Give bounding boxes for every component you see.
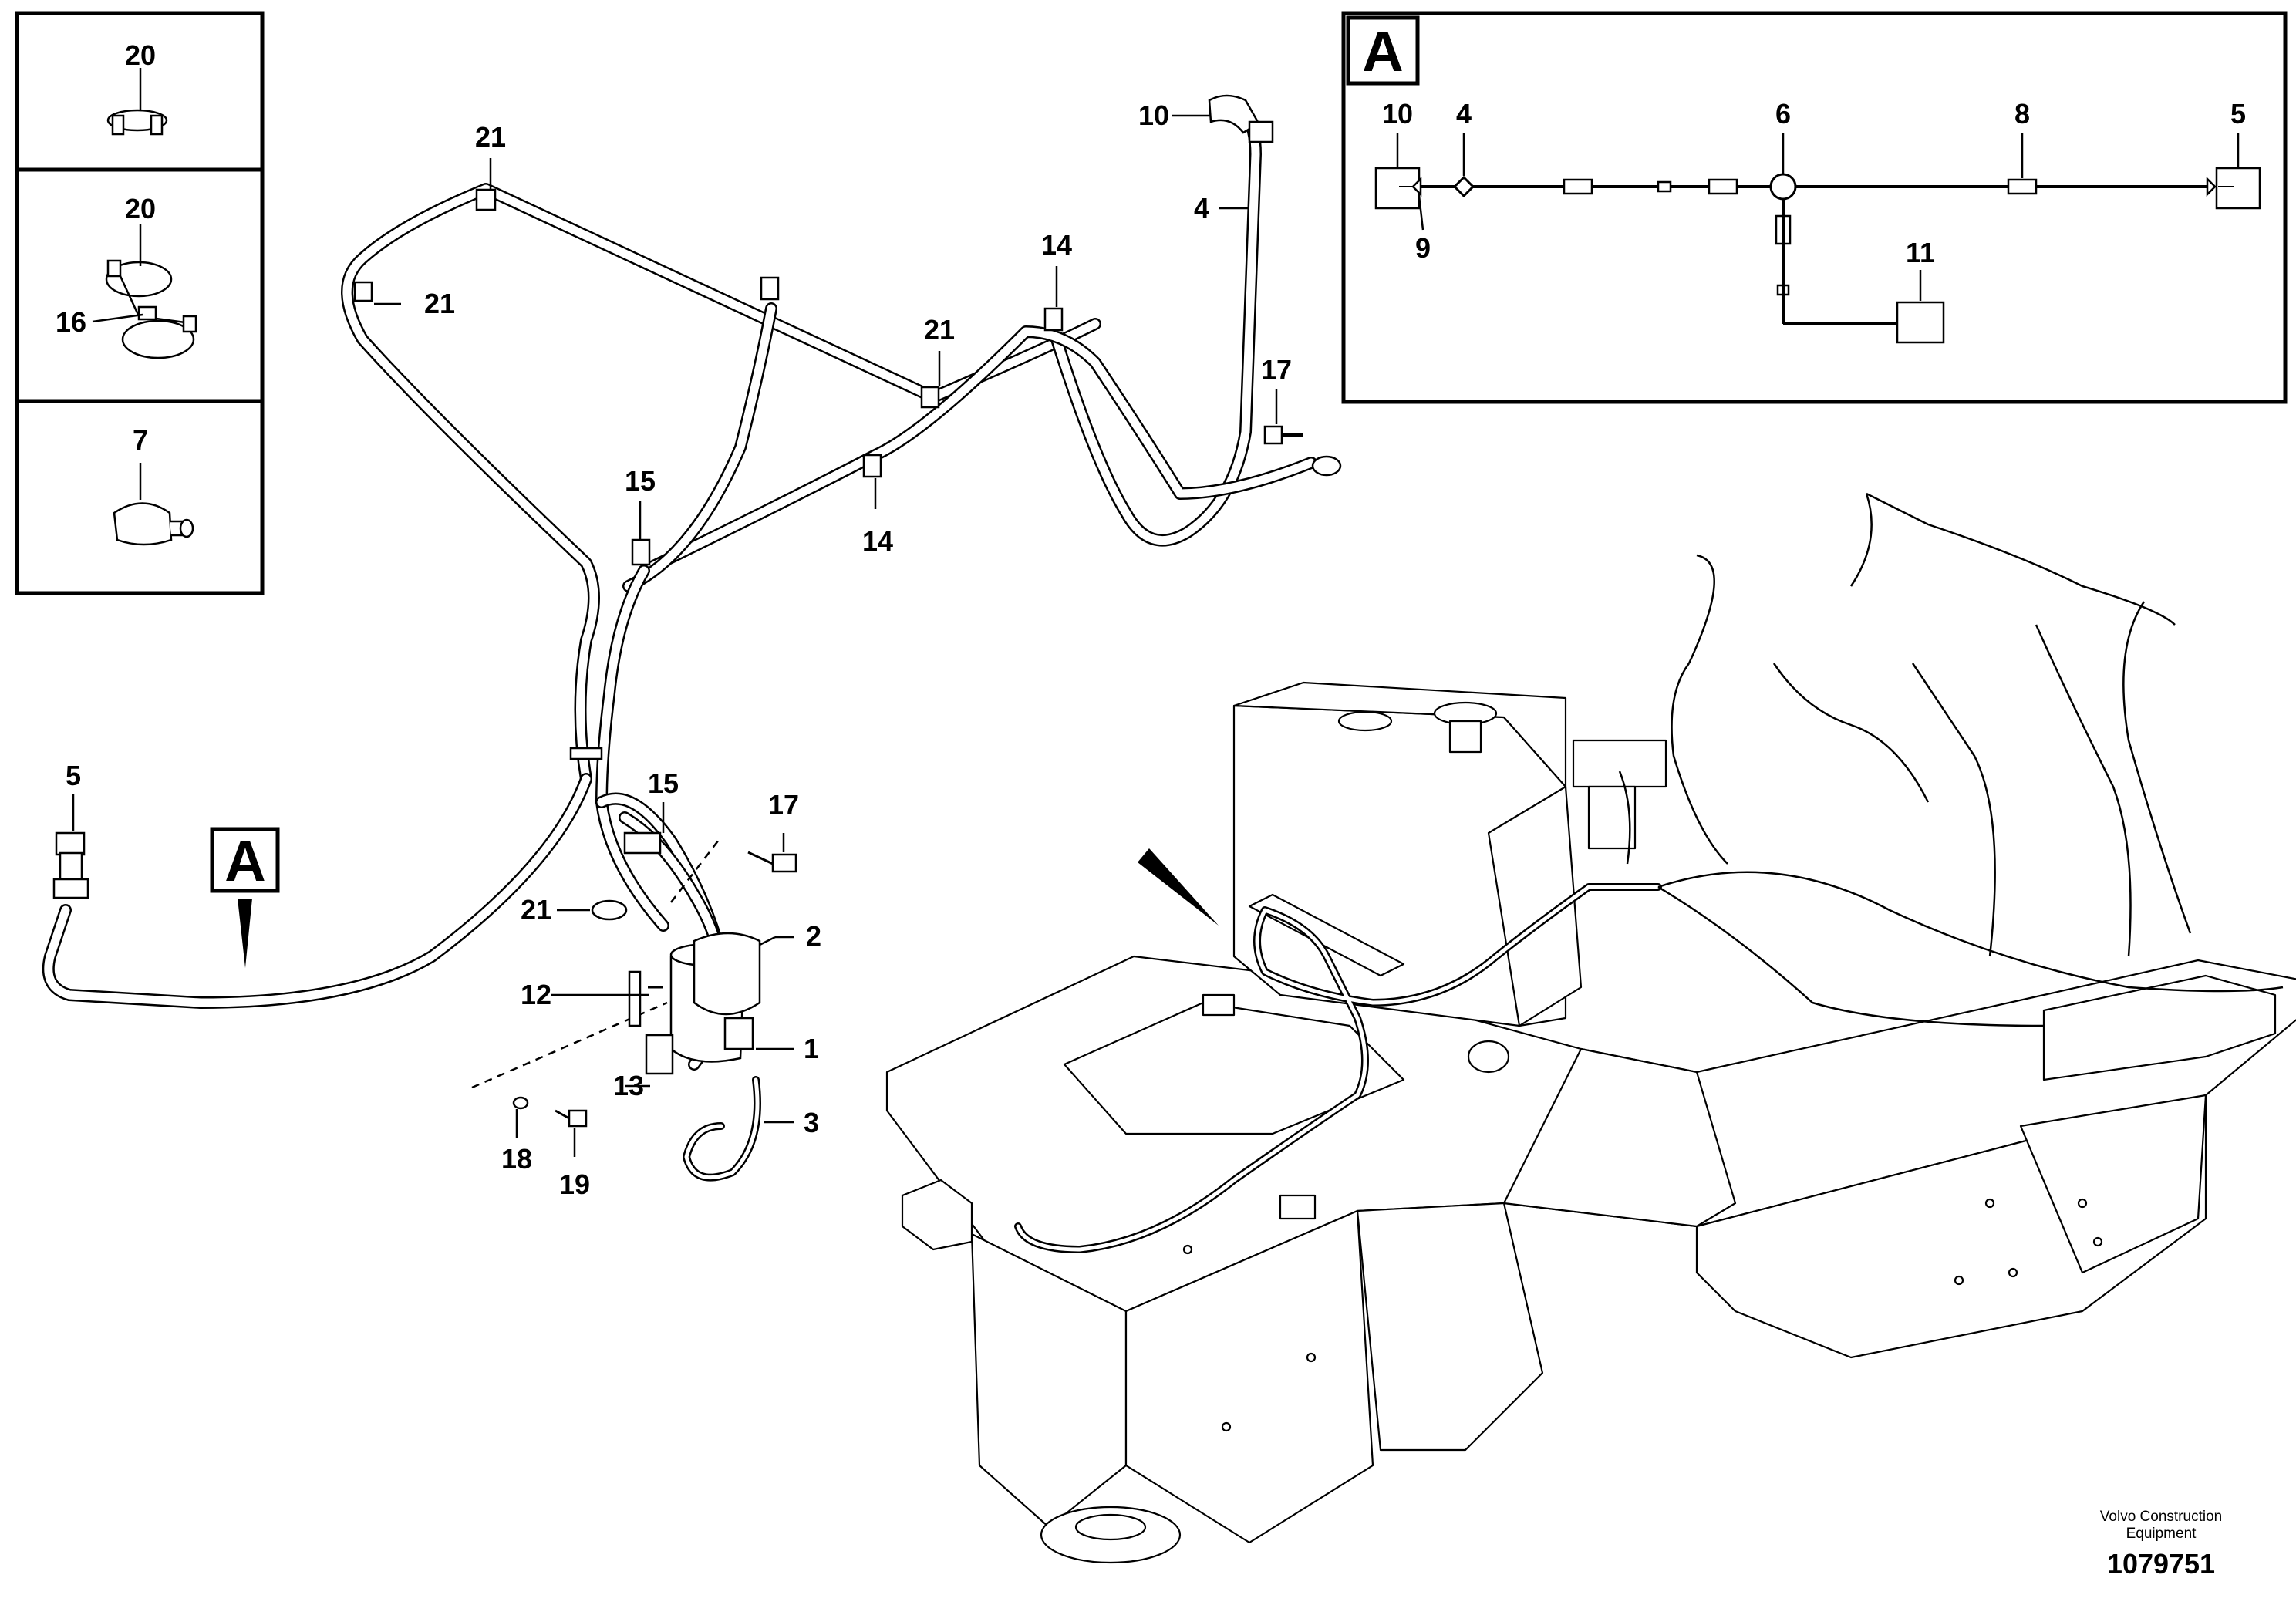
callout-21-a: 21 bbox=[475, 121, 506, 153]
schematic-section-label: A bbox=[1362, 19, 1403, 83]
schematic-callout-4: 4 bbox=[1456, 98, 1472, 130]
brand-line-2: Equipment bbox=[2126, 1526, 2197, 1542]
washer-18 bbox=[512, 1096, 529, 1110]
part-box-frame bbox=[15, 11, 265, 595]
callout-17-a: 17 bbox=[1261, 354, 1292, 386]
schematic-callout-9: 9 bbox=[1415, 232, 1431, 264]
schematic-callout-6: 6 bbox=[1775, 98, 1791, 130]
callout-13: 13 bbox=[613, 1070, 644, 1101]
callout-14-b: 14 bbox=[862, 525, 893, 557]
component-10-box bbox=[1374, 167, 1421, 210]
callout-7: 7 bbox=[133, 424, 148, 456]
callout-21-c: 21 bbox=[924, 314, 955, 346]
callout-3: 3 bbox=[804, 1107, 819, 1138]
schematic-callout-11: 11 bbox=[1906, 237, 1935, 268]
callout-18: 18 bbox=[501, 1143, 532, 1175]
bolt-19 bbox=[555, 1109, 588, 1128]
schematic-callout-5: 5 bbox=[2230, 98, 2246, 130]
callout-17-b: 17 bbox=[768, 789, 799, 821]
schematic-callout-10: 10 bbox=[1382, 98, 1413, 130]
clamp-20-icon bbox=[106, 68, 168, 136]
section-a-flag bbox=[210, 827, 280, 893]
bolt-17-upper bbox=[1263, 425, 1342, 477]
pump-reservoir bbox=[628, 932, 761, 1075]
schematic-callout-8: 8 bbox=[2014, 98, 2030, 130]
junction-6 bbox=[1769, 173, 1797, 201]
document-number: 1079751 bbox=[2107, 1548, 2215, 1580]
callout-10: 10 bbox=[1138, 99, 1169, 131]
callout-16: 16 bbox=[56, 306, 86, 338]
fitting-5-left bbox=[52, 831, 89, 899]
wiring-harness bbox=[1014, 492, 2284, 1253]
schematic-inset-a: A bbox=[1341, 11, 2288, 404]
schematic-frame bbox=[1341, 11, 2288, 404]
coupling-icons bbox=[1563, 178, 2038, 296]
callout-1: 1 bbox=[804, 1033, 819, 1064]
callout-20-mid: 20 bbox=[125, 193, 156, 224]
callout-5: 5 bbox=[66, 760, 81, 791]
brand-line-1: Volvo Construction bbox=[2100, 1509, 2222, 1525]
callout-15-b: 15 bbox=[648, 767, 679, 799]
callout-21-d: 21 bbox=[521, 894, 551, 926]
frame-holes bbox=[1182, 1198, 2103, 1432]
callout-4: 4 bbox=[1194, 192, 1209, 224]
brand-block: Volvo Construction Equipment 1079751 bbox=[2100, 1509, 2222, 1580]
double-clamp-icon bbox=[92, 224, 197, 359]
rubber-boot-icon bbox=[113, 463, 194, 546]
hose-assembly bbox=[42, 94, 1342, 1182]
component-5-box bbox=[2215, 167, 2261, 210]
section-a-arrow bbox=[1138, 848, 1219, 926]
callout-14-a: 14 bbox=[1041, 229, 1072, 261]
bolt-17-lower bbox=[747, 833, 797, 873]
callout-15-a: 15 bbox=[625, 465, 656, 497]
callout-12: 12 bbox=[521, 979, 551, 1010]
callout-2: 2 bbox=[806, 920, 821, 952]
elbow-connector-10 bbox=[1208, 94, 1274, 143]
callout-19: 19 bbox=[559, 1168, 590, 1200]
section-a-label: A bbox=[224, 829, 265, 893]
callout-21-b: 21 bbox=[424, 288, 455, 319]
component-11-box bbox=[1896, 301, 1945, 344]
hose-clamps bbox=[353, 188, 1064, 921]
callout-leaders bbox=[72, 114, 1278, 1157]
part-boxes: 20 20 16 7 bbox=[15, 11, 265, 595]
machine-frame bbox=[885, 681, 2296, 1564]
callout-20-top: 20 bbox=[125, 39, 156, 71]
